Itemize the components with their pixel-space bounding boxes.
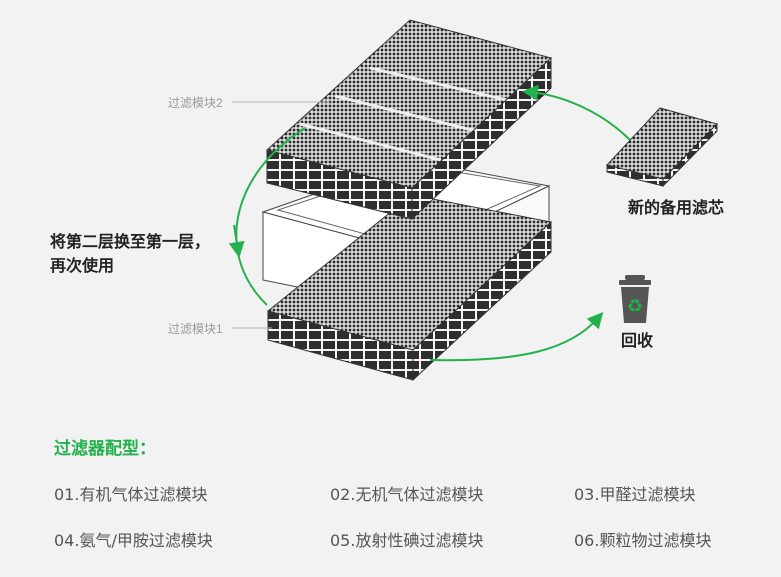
module-item: 06.颗粒物过滤模块: [574, 531, 712, 550]
module-item: 03.甲醛过滤模块: [574, 485, 696, 504]
instruction-line-1: 将第二层换至第一层，: [50, 232, 211, 251]
instruction-line-2: 再次使用: [50, 256, 115, 275]
cycle-arrow-icon: [228, 84, 631, 362]
filter-exploded-diagram: ♻: [228, 19, 718, 382]
module-item: 04.氨气/甲胺过滤模块: [54, 531, 213, 550]
module-item: 01.有机气体过滤模块: [54, 485, 208, 504]
instruction-text: 将第二层换至第一层， 再次使用: [50, 230, 210, 278]
spare-filter: [606, 107, 718, 188]
filter-module-1: [266, 194, 553, 382]
module-2-label: 过滤模块2: [168, 96, 223, 110]
svg-text:♻: ♻: [627, 296, 643, 317]
module-item: 02.无机气体过滤模块: [330, 485, 484, 504]
module-item: 05.放射性碘过滤模块: [330, 531, 484, 550]
recycle-bin-icon: ♻: [619, 275, 651, 323]
config-title: 过滤器配型：: [54, 439, 156, 459]
spare-filter-label: 新的备用滤芯: [628, 198, 725, 217]
recycle-label: 回收: [621, 331, 654, 350]
module-1-label: 过滤模块1: [168, 322, 223, 336]
filter-module-2: [265, 19, 552, 221]
